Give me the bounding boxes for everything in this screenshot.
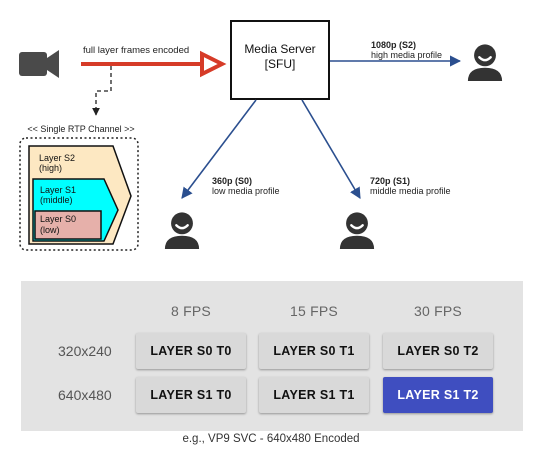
sfu-diagram: full layer frames encoded Media Server [… xyxy=(19,20,504,251)
channel-connector xyxy=(92,66,112,116)
server-title: Media Server xyxy=(244,42,315,56)
layer-s1-t1-button[interactable]: LAYER S1 T1 xyxy=(259,377,369,413)
server-subtitle: [SFU] xyxy=(265,57,296,71)
layer-s0-t0-button[interactable]: LAYER S0 T0 xyxy=(136,333,246,369)
receiver-720p-resolution: 720p (S1) xyxy=(370,176,410,186)
layer-s1-t0-button[interactable]: LAYER S1 T0 xyxy=(136,377,246,413)
layer-s0-level: (low) xyxy=(40,225,60,235)
fps-header-15: 15 FPS xyxy=(290,303,338,319)
uplink-label: full layer frames encoded xyxy=(83,45,189,56)
layer-s1-level: (middle) xyxy=(40,195,73,205)
resolution-label-320x240: 320x240 xyxy=(58,343,112,359)
downlink-arrow-720p xyxy=(301,99,361,199)
uplink-arrow xyxy=(81,50,227,78)
user-icon xyxy=(466,43,504,82)
layer-s2-level: (high) xyxy=(39,163,62,173)
downlink-arrow-360p xyxy=(181,99,257,199)
user-icon xyxy=(338,211,376,250)
receiver-360p-resolution: 360p (S0) xyxy=(212,176,252,186)
receiver-720p-profile: middle media profile xyxy=(370,186,451,196)
receiver-1080p-profile: high media profile xyxy=(371,50,442,60)
layer-s1-name: Layer S1 xyxy=(40,185,76,195)
user-icon xyxy=(163,211,201,250)
figure-caption: e.g., VP9 SVC - 640x480 Encoded xyxy=(182,433,360,445)
layer-s0-t1-button[interactable]: LAYER S0 T1 xyxy=(259,333,369,369)
video-camera-icon xyxy=(19,50,59,78)
fps-header-8: 8 FPS xyxy=(171,303,211,319)
receiver-360p-profile: low media profile xyxy=(212,186,280,196)
media-server-box xyxy=(230,20,330,100)
layer-s0-name: Layer S0 xyxy=(40,214,76,224)
layer-s0-box xyxy=(34,210,102,240)
channel-label: << Single RTP Channel >> xyxy=(27,124,134,134)
layer-s2-name: Layer S2 xyxy=(39,153,75,163)
layer-s1-t2-button[interactable]: LAYER S1 T2 xyxy=(383,377,493,413)
layer-s0-t2-button[interactable]: LAYER S0 T2 xyxy=(383,333,493,369)
receiver-1080p-resolution: 1080p (S2) xyxy=(371,40,416,50)
fps-header-30: 30 FPS xyxy=(414,303,462,319)
resolution-label-640x480: 640x480 xyxy=(58,387,112,403)
